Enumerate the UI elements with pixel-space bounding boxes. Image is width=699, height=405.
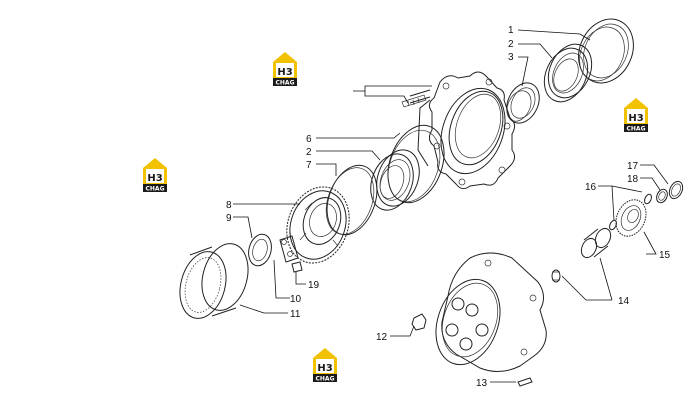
logo-brand: CHAG — [276, 80, 295, 87]
part-13-screw — [517, 377, 533, 387]
watermark-logo-bottom: H3 CHAG — [313, 348, 337, 383]
part-10-19-pins — [279, 235, 303, 273]
logo-brand: CHAG — [316, 376, 335, 383]
logo-letters: H3 — [277, 67, 292, 78]
callout-8: 8 — [226, 200, 232, 211]
watermark-logo-right: H3 CHAG — [624, 98, 648, 133]
callout-3: 3 — [508, 52, 514, 63]
callout-1: 1 — [508, 25, 514, 36]
callout-14: 14 — [618, 296, 630, 307]
logo-letters: H3 — [317, 363, 332, 374]
logo-letters: H3 — [628, 113, 643, 124]
part-1-seal-ring — [578, 18, 634, 84]
callout-15: 15 — [659, 250, 671, 261]
watermark-logo-top: H3 CHAG — [273, 52, 297, 87]
callout-10: 10 — [290, 294, 302, 305]
callout-12: 12 — [376, 332, 388, 343]
callout-11: 11 — [290, 309, 301, 320]
callout-17: 17 — [627, 161, 639, 172]
callout-7: 7 — [306, 160, 312, 171]
part-16-washers — [609, 193, 652, 231]
watermark-logo-left: H3 CHAG — [143, 158, 167, 193]
part-17-18-rings — [656, 180, 684, 204]
callout-2-upper: 2 — [508, 39, 514, 50]
part-8-gear-carrier — [286, 186, 350, 264]
drive-shaft — [580, 227, 612, 259]
part-3-inner-ring — [506, 82, 540, 124]
logo-brand: CHAG — [146, 186, 165, 193]
hub-housing — [401, 71, 516, 190]
part-7-o-ring — [325, 164, 378, 236]
logo-brand: CHAG — [627, 126, 646, 133]
part-9-snap-ring — [248, 233, 272, 267]
part-11-roller-sleeve — [179, 243, 249, 319]
logo-letters: H3 — [147, 173, 162, 184]
part-2-bearing-lower — [370, 149, 420, 211]
callout-16: 16 — [585, 182, 597, 193]
callout-2-lower: 2 — [306, 147, 312, 158]
part-15-pinion-gear — [615, 199, 647, 237]
part-2-bearing-upper — [543, 43, 593, 103]
callout-9: 9 — [226, 213, 232, 224]
part-14-fitting — [551, 269, 561, 283]
leader-lines — [233, 29, 669, 383]
drive-housing — [435, 252, 547, 372]
callout-13: 13 — [476, 378, 488, 389]
callout-19: 19 — [308, 280, 320, 291]
part-12-plug — [411, 313, 427, 331]
callout-18: 18 — [627, 174, 639, 185]
callout-6: 6 — [306, 134, 312, 145]
